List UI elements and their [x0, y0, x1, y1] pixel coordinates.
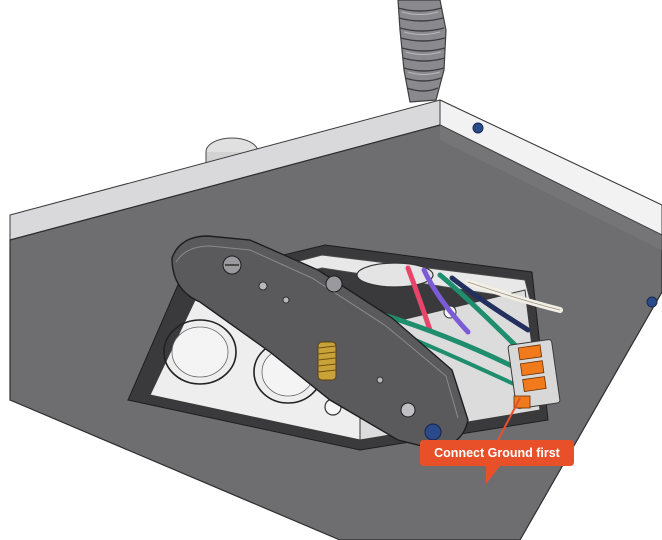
blue-screw — [424, 423, 442, 441]
threaded-stud — [317, 341, 337, 381]
callout-label: Connect Ground first — [434, 446, 561, 460]
flexible-conduit — [397, 0, 447, 103]
ground-screw — [325, 275, 343, 293]
purple-wire — [421, 267, 471, 335]
callout-leader-line — [497, 397, 521, 441]
callout-connect-ground-first: Connect Ground first — [420, 397, 574, 484]
red-wire — [405, 265, 433, 333]
callout-bubble — [420, 440, 574, 484]
navy-wire — [449, 275, 531, 333]
lever-connectors — [507, 339, 561, 409]
